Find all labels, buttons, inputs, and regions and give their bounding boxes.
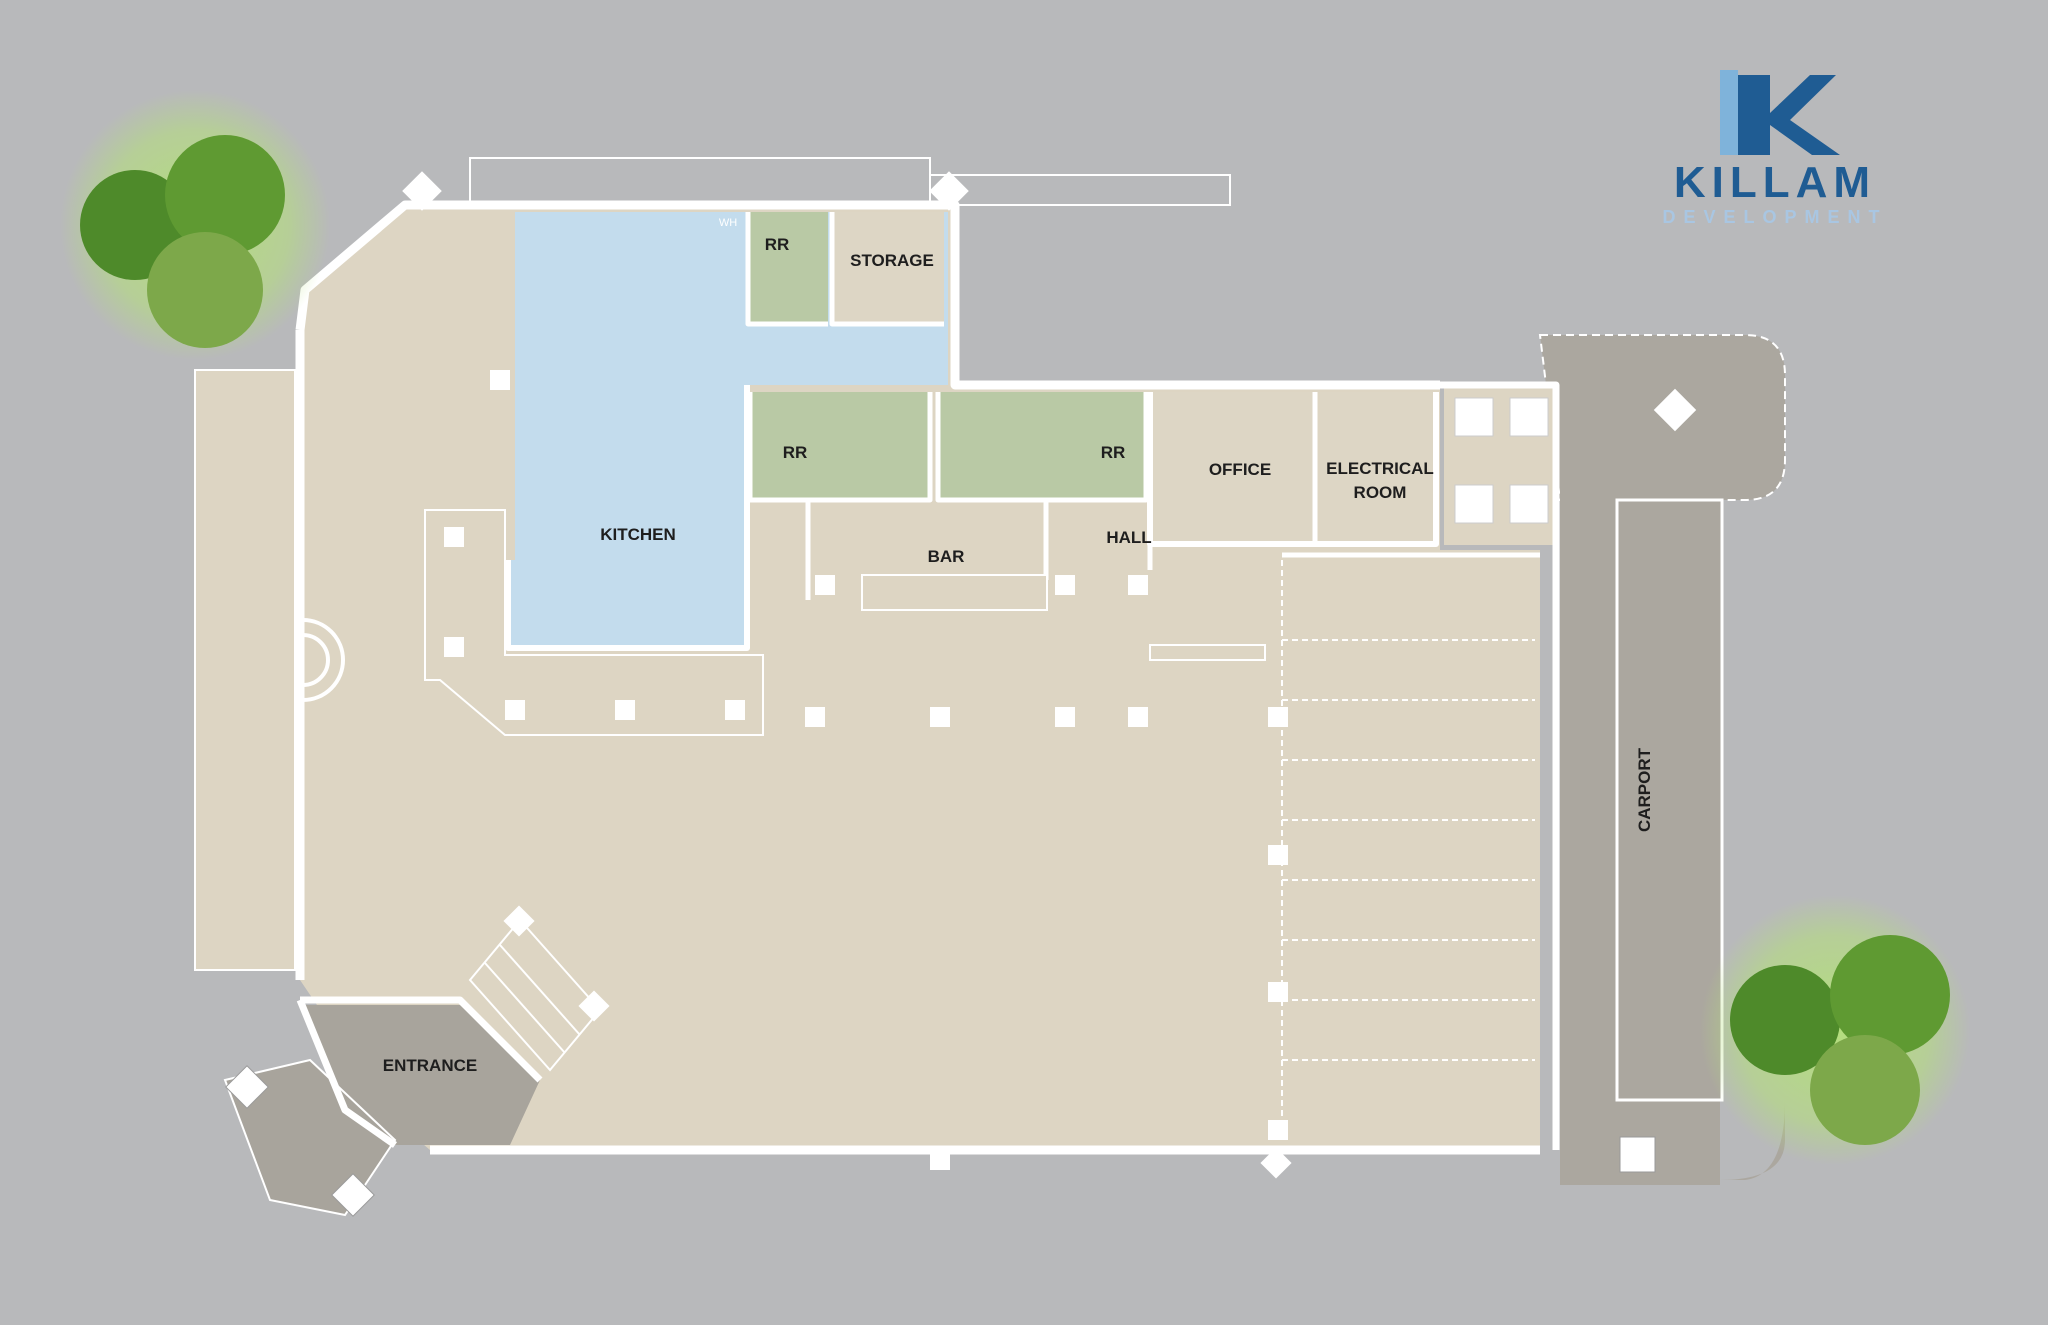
label-electrical-line1: ELECTRICAL xyxy=(1326,459,1434,478)
patio xyxy=(194,369,296,971)
label-hall: HALL xyxy=(1106,528,1151,547)
label-entrance: ENTRANCE xyxy=(383,1056,477,1075)
label-kitchen: KITCHEN xyxy=(600,525,676,544)
label-rr-right: RR xyxy=(1101,443,1126,462)
label-bar: BAR xyxy=(928,547,965,566)
brand-subtitle: DEVELOPMENT xyxy=(1662,207,1888,227)
tree-cluster-bottomright xyxy=(1700,895,1970,1165)
restroom-top xyxy=(748,212,828,324)
logo-mark xyxy=(1720,70,1840,155)
ac-units xyxy=(1454,397,1549,524)
diamond-columns xyxy=(402,171,1697,1179)
label-carport: CARPORT xyxy=(1635,747,1654,832)
storage-room xyxy=(832,212,944,324)
restroom-left xyxy=(750,392,930,500)
brand-name: KILLAM xyxy=(1673,158,1877,207)
label-rr-left: RR xyxy=(783,443,808,462)
office-room xyxy=(1150,392,1315,544)
columns xyxy=(444,370,1288,1170)
entrance-columns xyxy=(225,1065,1656,1217)
label-water-heater: WH xyxy=(719,217,737,229)
balcony-railing xyxy=(469,157,1231,206)
label-storage: STORAGE xyxy=(850,251,934,270)
label-electrical-line2: ROOM xyxy=(1354,483,1407,502)
bar-counter xyxy=(861,574,1266,661)
label-rr-top: RR xyxy=(765,235,790,254)
tree-cluster-topleft xyxy=(60,90,330,360)
round-feature xyxy=(302,618,345,702)
electrical-room xyxy=(1320,392,1436,544)
restroom-right xyxy=(938,392,1146,500)
dining-platform xyxy=(424,509,764,736)
label-office: OFFICE xyxy=(1209,460,1271,479)
